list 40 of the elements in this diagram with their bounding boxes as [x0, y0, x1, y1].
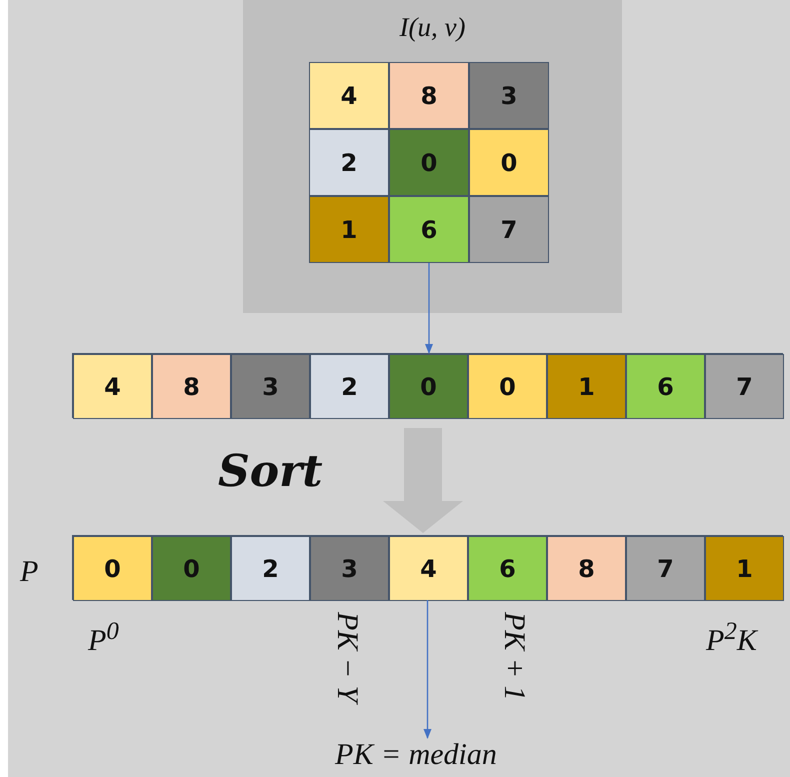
- math-label: P: [20, 555, 38, 589]
- pixel-cell: 1: [547, 354, 626, 419]
- edge-label: Sort: [218, 446, 323, 497]
- pixel-cell: 3: [469, 62, 549, 129]
- pixel-cell: 0: [152, 536, 231, 601]
- pixel-cell: 8: [389, 62, 469, 129]
- pixel-cell: 4: [389, 536, 468, 601]
- pixel-cell: 4: [309, 62, 389, 129]
- pixel-cell: 2: [310, 354, 389, 419]
- pixel-cell: 7: [626, 536, 705, 601]
- pixel-array: [72, 535, 783, 600]
- image-window-panel: [243, 0, 622, 313]
- pixel-cell: 6: [626, 354, 705, 419]
- math-label: P$^{0}$: [88, 618, 119, 658]
- pixel-cell: 6: [468, 536, 547, 601]
- pixel-cell: 3: [231, 354, 310, 419]
- pixel-cell: 0: [389, 354, 468, 419]
- math-label: PK + 1: [497, 612, 531, 701]
- median-label: PK = median: [335, 738, 497, 772]
- arrow: [424, 600, 432, 739]
- window-title: I(u, v): [398, 12, 466, 43]
- pixel-cell: 1: [705, 536, 784, 601]
- pixel-cell: 0: [389, 129, 469, 196]
- pixel-cell: 0: [73, 536, 152, 601]
- arrow: [425, 263, 433, 354]
- pixel-cell: 7: [705, 354, 784, 419]
- pixel-cell: 6: [389, 196, 469, 263]
- pixel-cell: 0: [468, 354, 547, 419]
- math-label: P$^{2}$K: [706, 618, 757, 658]
- pixel-cell: 2: [309, 129, 389, 196]
- pixel-cell: 8: [152, 354, 231, 419]
- pixel-cell: 0: [469, 129, 549, 196]
- pixel-cell: 8: [547, 536, 626, 601]
- pixel-cell: 4: [73, 354, 152, 419]
- pixel-cell: 3: [310, 536, 389, 601]
- pixel-cell: 7: [469, 196, 549, 263]
- pixel-cell: 1: [309, 196, 389, 263]
- pixel-array: [72, 353, 783, 418]
- pixel-cell: 2: [231, 536, 310, 601]
- math-label: PK − Y: [330, 612, 364, 702]
